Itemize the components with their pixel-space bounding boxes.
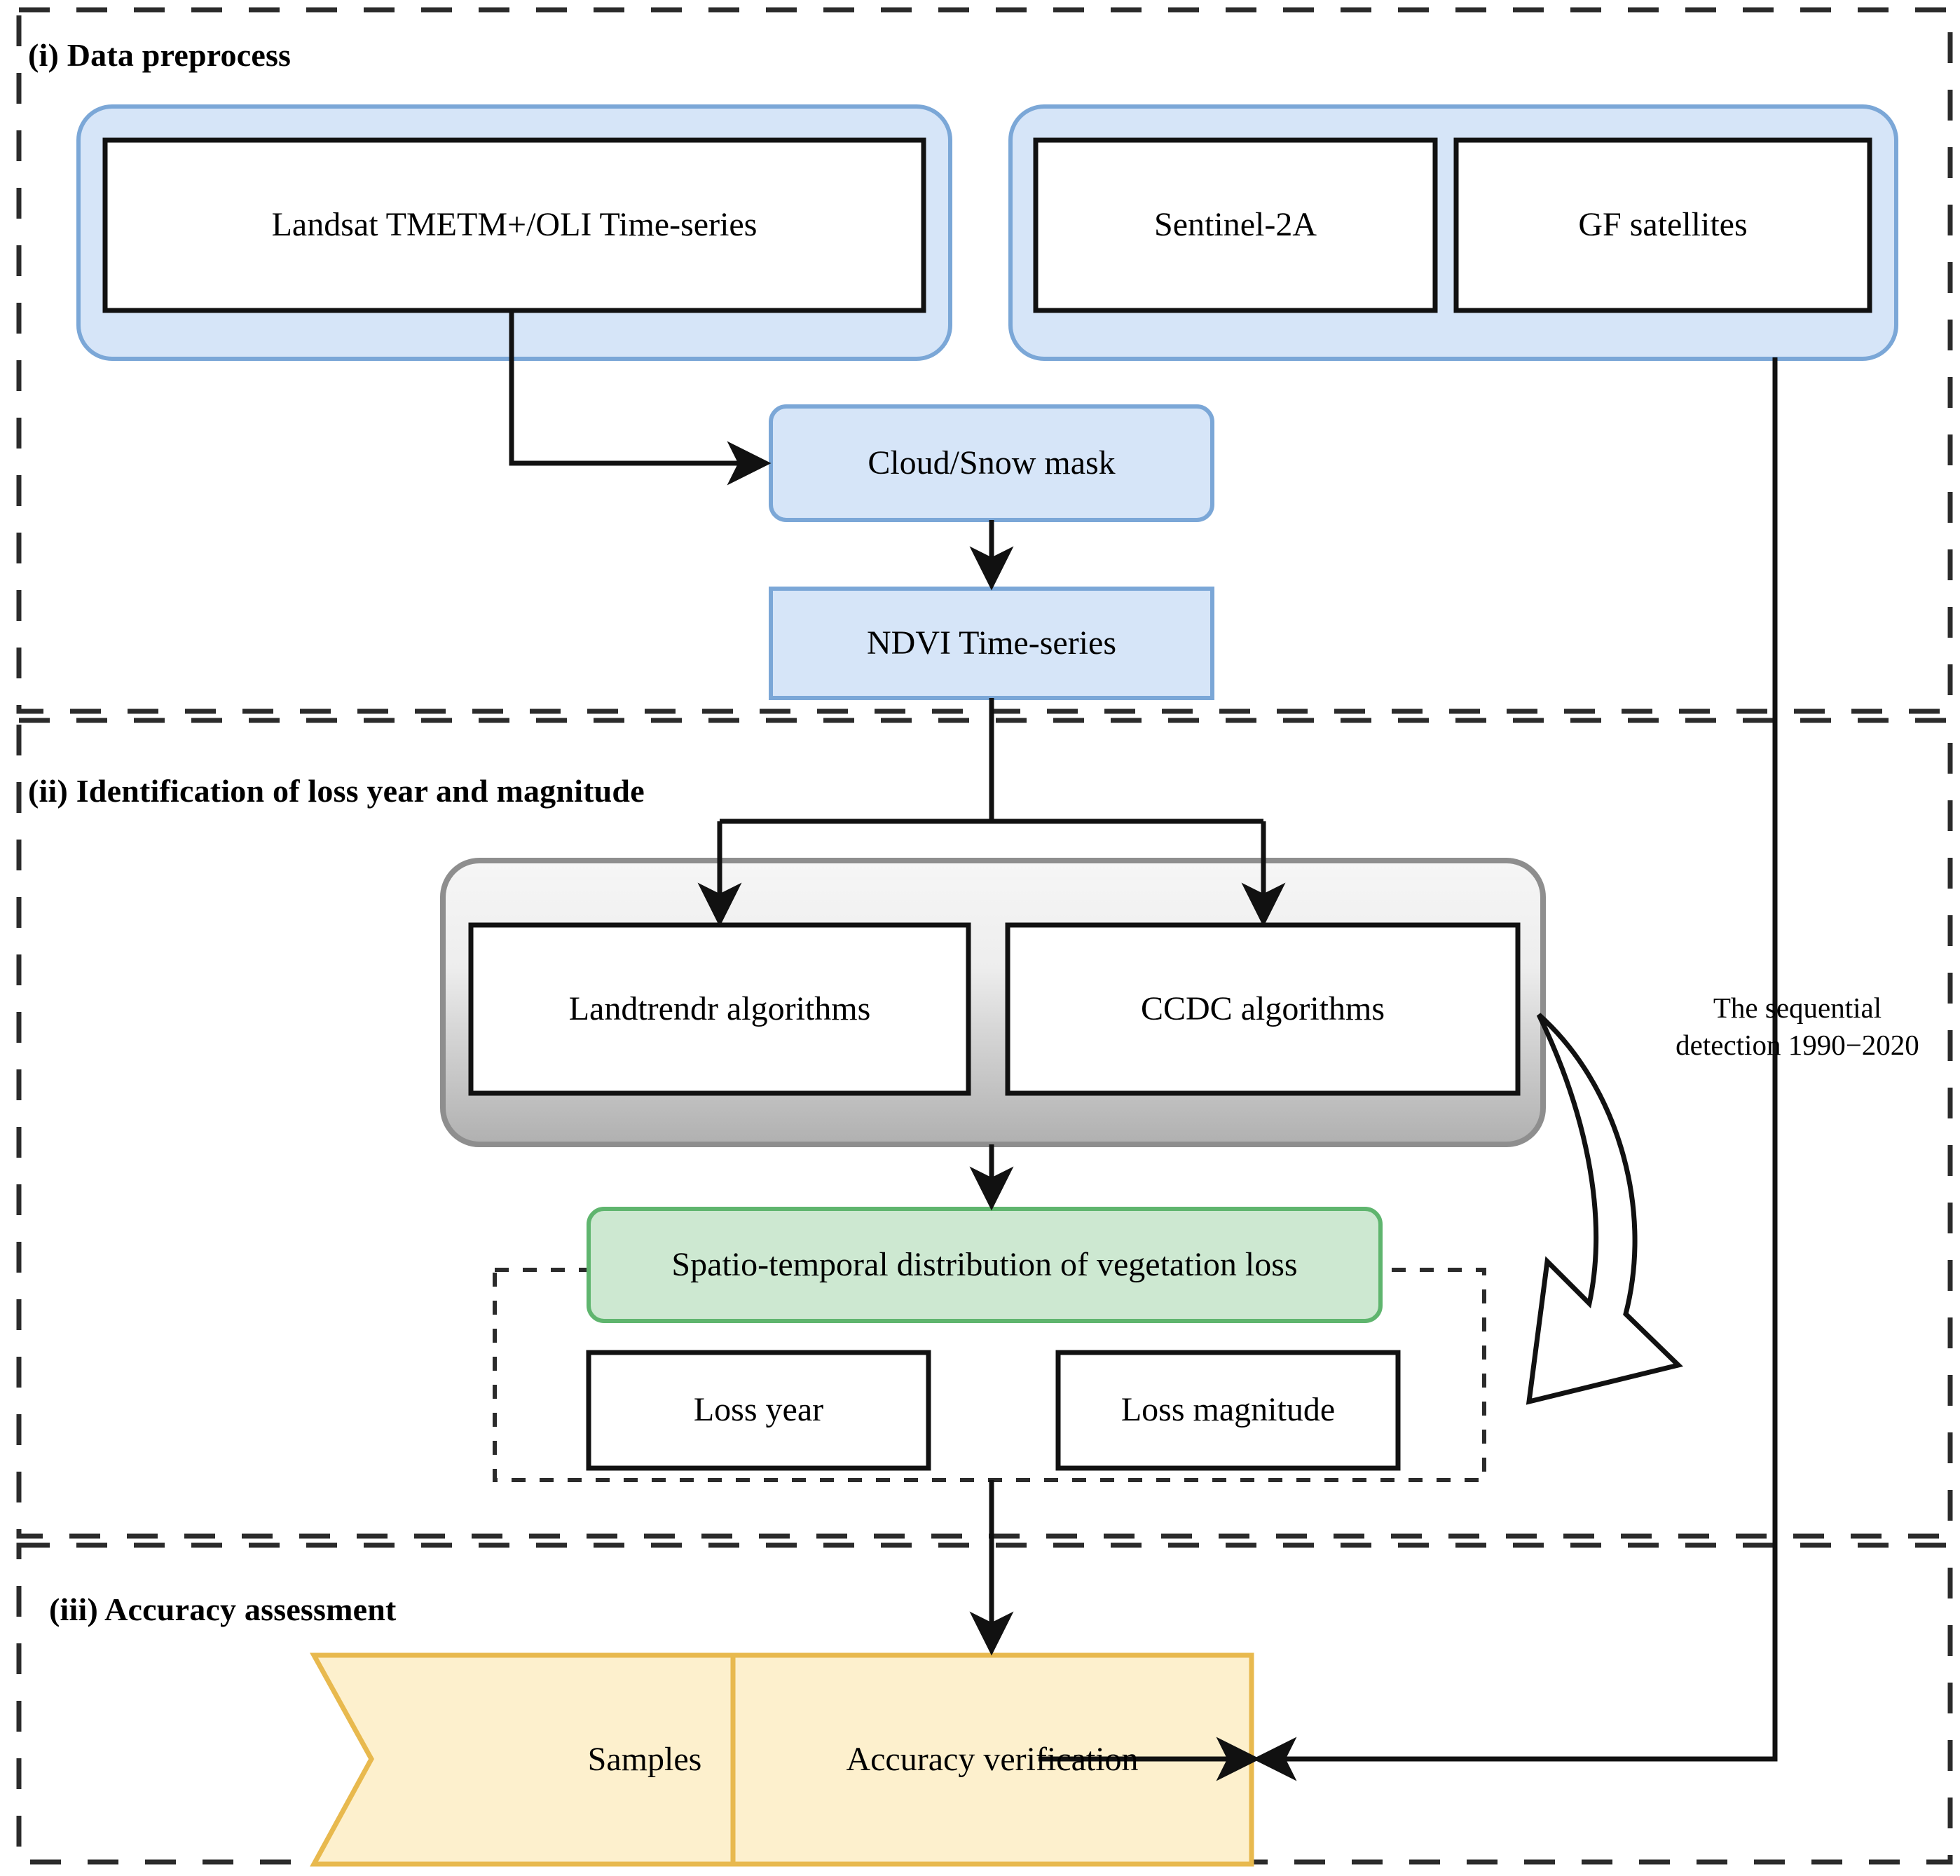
sentinel-box [1033, 137, 1438, 313]
loss-magnitude-box [1055, 1350, 1401, 1471]
loss-year-box [586, 1350, 931, 1471]
section-iii-border [16, 1542, 1953, 1865]
section-title-iii: (iii) Accuracy assessment [49, 1591, 397, 1627]
sequential-detection-annotation: The sequential detection 1990−2020 [1647, 990, 1948, 1064]
section-ii-border [16, 718, 1953, 1539]
section-i-border [16, 7, 1953, 714]
landtrendr-box [468, 922, 971, 1096]
spatio-temporal-box [587, 1207, 1383, 1323]
edge-landsat-to-cloudmask [509, 310, 772, 486]
edge-gf-to-accuracy [1252, 357, 1778, 1781]
sequential-detection-line-2: detection 1990−2020 [1675, 1029, 1919, 1062]
gf-box [1453, 137, 1872, 313]
cloud-snow-mask-box [769, 404, 1214, 522]
ndvi-box [769, 587, 1214, 700]
landsat-box [102, 137, 926, 313]
sequential-detection-line-1: The sequential [1713, 992, 1882, 1024]
section-title-ii: (ii) Identification of loss year and mag… [28, 773, 645, 809]
ccdc-box [1005, 922, 1521, 1096]
sequential-detection-block-arrow [1526, 1013, 1683, 1405]
section-title-i: (i) Data preprocess [28, 37, 292, 73]
